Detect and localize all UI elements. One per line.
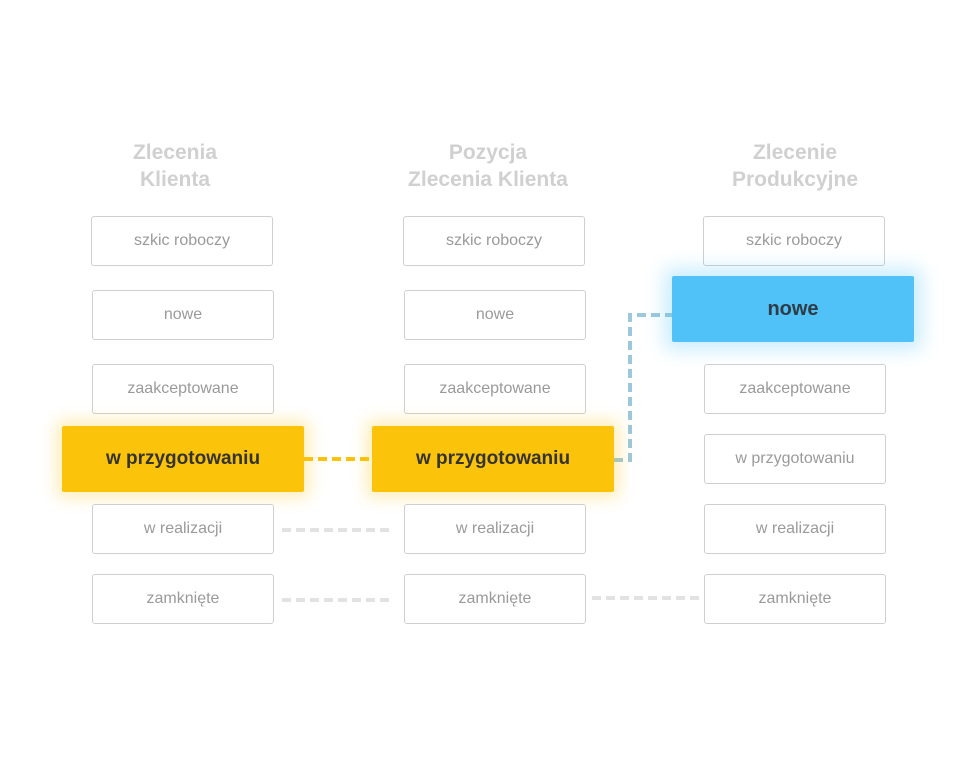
state-w-realizacji-col2: w realizacji — [404, 504, 586, 554]
state-zaakceptowane-col3: zaakceptowane — [704, 364, 886, 414]
state-w-realizacji-col1: w realizacji — [92, 504, 274, 554]
column-title-zlecenia-klienta: Zlecenia Klienta — [132, 141, 218, 191]
connector-blue-to-nowe — [614, 313, 672, 462]
state-nowe-col3-active: nowe — [672, 276, 914, 342]
column-title-zlecenie-produkcyjne: Zlecenie Produkcyjne — [731, 141, 859, 191]
state-szkic-roboczy-col1: szkic roboczy — [91, 216, 273, 266]
column-title-pozycja-zlecenia-klienta: Pozycja Zlecenia Klienta — [408, 141, 568, 191]
state-w-przygotowaniu-col1-active: w przygotowaniu — [62, 426, 304, 492]
state-w-realizacji-col3: w realizacji — [704, 504, 886, 554]
state-nowe-col2: nowe — [404, 290, 586, 340]
state-w-przygotowaniu-col3: w przygotowaniu — [704, 434, 886, 484]
state-szkic-roboczy-col2: szkic roboczy — [403, 216, 585, 266]
state-zaakceptowane-col2: zaakceptowane — [404, 364, 586, 414]
state-zamkniete-col1: zamknięte — [92, 574, 274, 624]
state-nowe-col1: nowe — [92, 290, 274, 340]
state-w-przygotowaniu-col2-active: w przygotowaniu — [372, 426, 614, 492]
state-zamkniete-col3: zamknięte — [704, 574, 886, 624]
state-zaakceptowane-col1: zaakceptowane — [92, 364, 274, 414]
state-szkic-roboczy-col3: szkic roboczy — [703, 216, 885, 266]
state-zamkniete-col2: zamknięte — [404, 574, 586, 624]
